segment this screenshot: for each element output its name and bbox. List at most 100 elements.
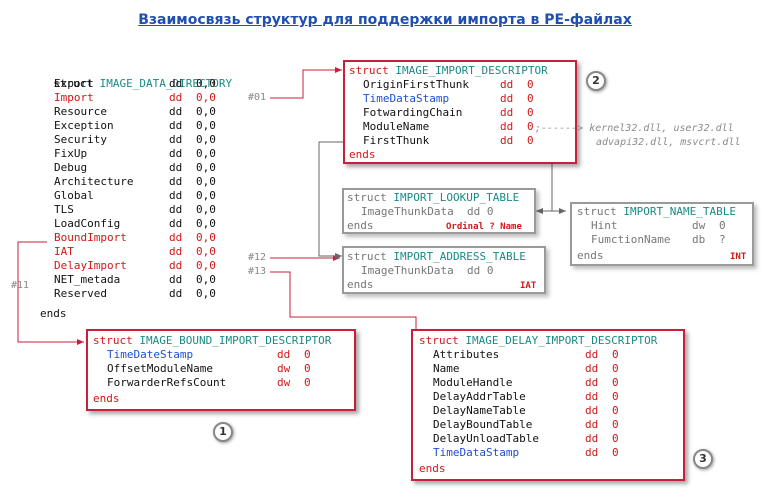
iat-header: struct IMPORT_ADDRESS_TABLE — [347, 250, 526, 263]
field-type: dd — [500, 134, 514, 147]
diagram-title: Взаимосвязь структур для поддержки импор… — [138, 12, 632, 28]
field-name: Debug — [54, 161, 88, 174]
field-type: dd — [585, 390, 599, 403]
field-value: 0 — [612, 446, 619, 459]
label-01: #01 — [248, 92, 267, 103]
field-value: 0 — [612, 432, 619, 445]
field-value: 0 — [304, 348, 311, 361]
import-lookup-table-box: struct IMPORT_LOOKUP_TABLE ImageThunkDat… — [342, 188, 536, 234]
field-type: dd — [500, 78, 514, 91]
field-value: 0 — [612, 362, 619, 375]
field-type: dd — [585, 348, 599, 361]
import-address-table-box: struct IMPORT_ADDRESS_TABLE ImageThunkDa… — [342, 246, 546, 294]
field-value: 0,0 — [196, 217, 216, 230]
field-name: BoundImport — [54, 231, 127, 244]
field-value: 0,0 — [196, 203, 216, 216]
image-delay-import-descriptor-box: struct IMAGE_DELAY_IMPORT_DESCRIPTOR Att… — [411, 329, 685, 481]
iid-ends: ends — [349, 148, 376, 161]
did-row-attributes: Attributes dd 0 — [433, 348, 619, 362]
field-value: 0,0 — [196, 77, 216, 90]
field-type: dd — [585, 362, 599, 375]
dll-note-2: advapi32.dll, msvcrt.dll — [596, 137, 741, 148]
ilt-tag: Ordinal ? Name — [446, 222, 522, 232]
label-12: #12 — [248, 252, 267, 263]
field-value: 0,0 — [196, 161, 216, 174]
int-header: struct IMPORT_NAME_TABLE — [577, 205, 736, 218]
field-type: dd — [585, 446, 599, 459]
badge-2: 2 — [586, 71, 606, 91]
idd-header: struct IMAGE_DATA_DIRECTORY — [53, 77, 233, 90]
field-type: dw — [692, 219, 706, 232]
field-name: ModuleHandle — [433, 376, 513, 389]
field-value: 0,0 — [196, 105, 216, 118]
field-value: ? — [719, 233, 726, 246]
field-value: 0,0 — [196, 189, 216, 202]
field-value: 0 — [612, 390, 619, 403]
field-type: dd — [277, 348, 291, 361]
field-type: dd — [500, 92, 514, 105]
field-name: Resource — [54, 105, 107, 118]
field-name: Attributes — [433, 348, 500, 361]
int-row-fumctionname: FumctionName db? — [591, 233, 726, 247]
field-name: TimeDateStamp — [107, 348, 194, 361]
field-name: ForwarderRefsCount — [107, 376, 227, 389]
field-value: 0,0 — [196, 119, 216, 132]
dll-note: ;------> kernel32.dll, user32.dll — [535, 123, 734, 134]
field-value: 0 — [527, 78, 534, 91]
field-type: dw — [277, 362, 291, 375]
field-type: dd — [500, 106, 514, 119]
did-row-delaynametable: DelayNameTable dd 0 — [433, 404, 619, 418]
field-name: Global — [54, 189, 94, 202]
field-value: 0,0 — [196, 245, 216, 258]
label-13: #13 — [248, 266, 267, 277]
field-value: 0 — [304, 362, 311, 375]
int-ends: ends — [577, 249, 604, 262]
field-value: 0 — [304, 376, 311, 389]
field-name: Export — [54, 77, 94, 90]
did-ends: ends — [419, 462, 446, 475]
iat-ends: ends — [347, 278, 374, 291]
field-value: 0 — [527, 134, 534, 147]
field-value: 0 — [612, 376, 619, 389]
field-type: dd — [585, 404, 599, 417]
field-value: 0 — [612, 404, 619, 417]
bid-ends: ends — [93, 392, 120, 405]
field-value: 0 — [527, 120, 534, 133]
field-value: 0 — [612, 348, 619, 361]
field-type: dd — [585, 376, 599, 389]
bid-row-timedatestamp: TimeDateStamp dd 0 — [107, 348, 311, 362]
iid-header: struct IMAGE_IMPORT_DESCRIPTOR — [349, 64, 548, 77]
field-type: dd — [169, 147, 183, 160]
field-type: dd — [169, 259, 183, 272]
field-name: DelayNameTable — [433, 404, 526, 417]
field-type: db — [692, 233, 706, 246]
field-type: dd — [169, 189, 183, 202]
field-value: 0,0 — [196, 147, 216, 160]
field-type: dd — [500, 120, 514, 133]
iat-tag: IAT — [520, 281, 537, 291]
image-bound-import-descriptor-box: struct IMAGE_BOUND_IMPORT_DESCRIPTOR Tim… — [86, 329, 356, 411]
field-type: dd — [169, 231, 183, 244]
ilt-field: ImageThunkData dd 0 — [361, 205, 494, 218]
field-name: FumctionName — [591, 233, 671, 246]
field-name: FirstThunk — [363, 134, 430, 147]
field-value: 0,0 — [196, 287, 216, 300]
badge-1: 1 — [213, 422, 233, 442]
